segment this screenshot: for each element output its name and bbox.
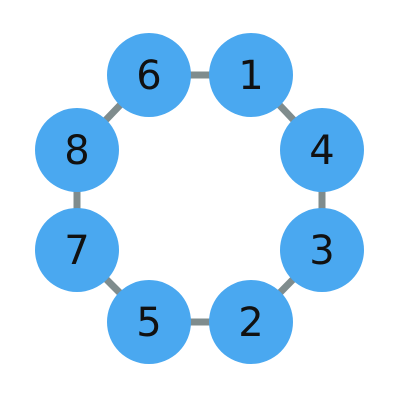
node-label: 4 <box>309 128 334 174</box>
node-circle <box>209 280 293 364</box>
node-circle <box>280 208 364 292</box>
ring-node-2: 2 <box>209 280 293 364</box>
node-label: 8 <box>64 128 89 174</box>
node-label: 1 <box>238 53 263 99</box>
node-circle <box>35 208 119 292</box>
node-circle <box>209 33 293 117</box>
node-label: 7 <box>64 228 89 274</box>
node-label: 2 <box>238 300 263 346</box>
ring-node-3: 3 <box>280 208 364 292</box>
ring-node-6: 6 <box>107 33 191 117</box>
node-label: 5 <box>136 300 161 346</box>
ring-node-8: 8 <box>35 108 119 192</box>
ring-node-4: 4 <box>280 108 364 192</box>
node-label: 6 <box>136 53 161 99</box>
ring-node-5: 5 <box>107 280 191 364</box>
node-circle <box>107 280 191 364</box>
ring-node-7: 7 <box>35 208 119 292</box>
node-circle <box>280 108 364 192</box>
node-circle <box>107 33 191 117</box>
node-layer: 6 14 32 5 7 8 <box>35 33 364 364</box>
node-label: 3 <box>309 228 334 274</box>
ring-edge <box>73 71 326 326</box>
ring-node-1: 1 <box>209 33 293 117</box>
node-circle <box>35 108 119 192</box>
